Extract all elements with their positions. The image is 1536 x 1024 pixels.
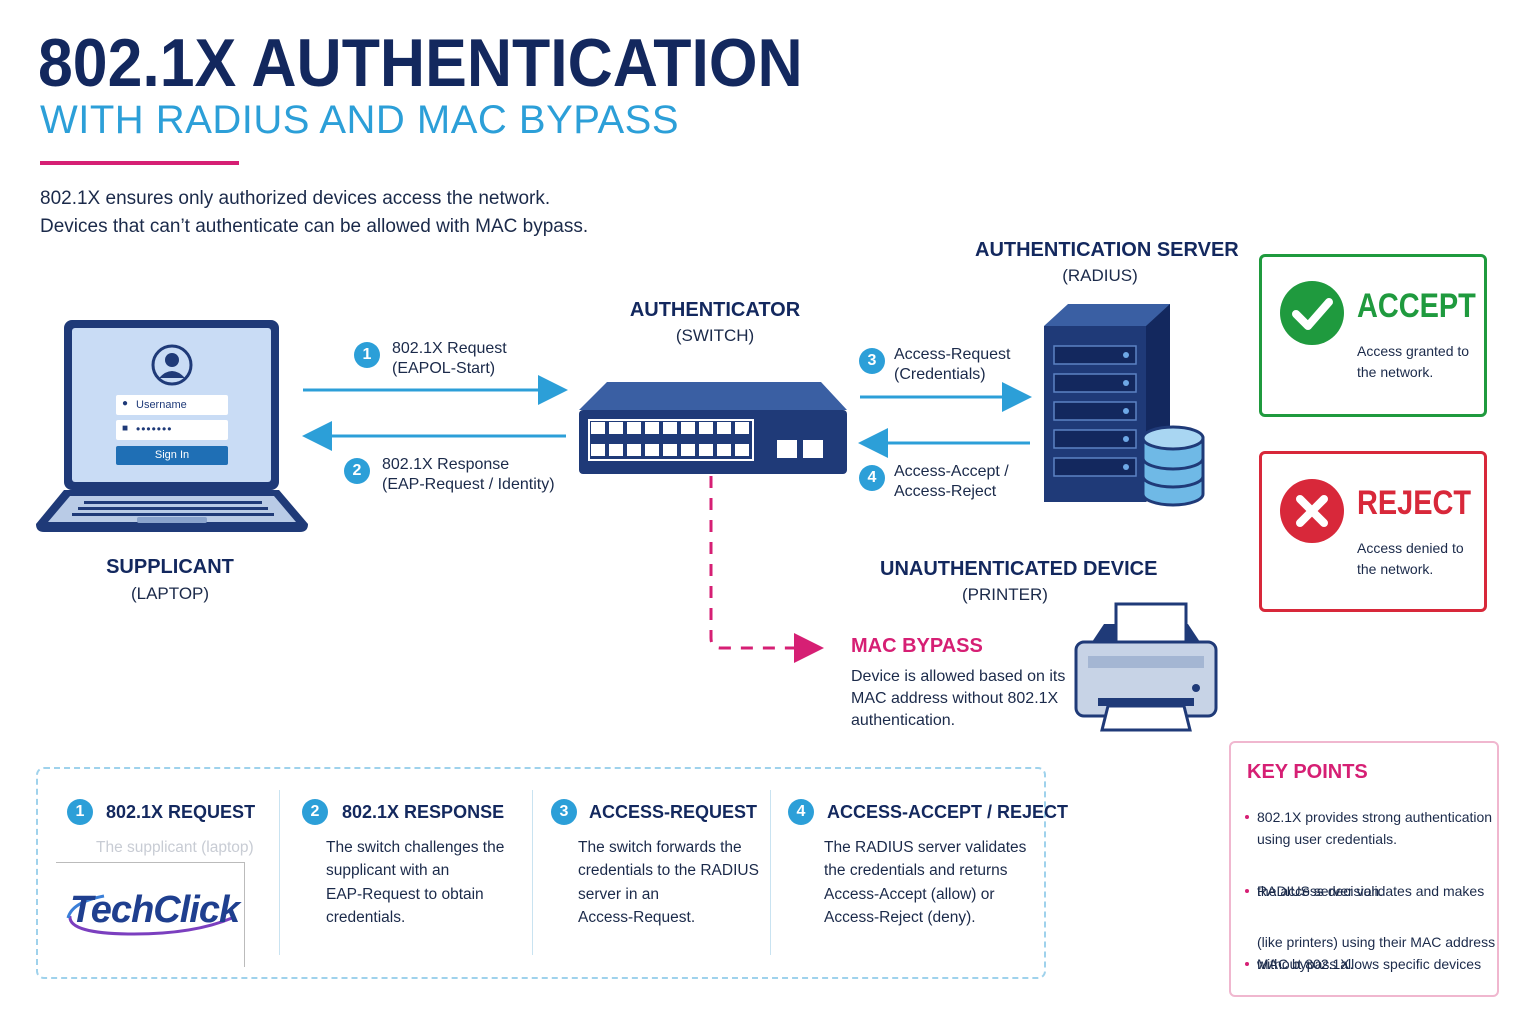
arrow-2-line2: (EAP-Request / Identity) [382, 476, 555, 493]
arrow-1-line1: 802.1X Request [392, 340, 507, 357]
arrow-3-line1: Access-Request [894, 346, 1011, 363]
step-4-desc-line2: the credentials and returns [824, 862, 1008, 879]
page-title: 802.1X AUTHENTICATION [38, 25, 803, 101]
step-2-title: 802.1X RESPONSE [342, 802, 505, 822]
logo: TechClick [70, 889, 240, 931]
arrow-1-line2: (EAPOL-Start) [392, 360, 496, 377]
step-4-desc-line4: Access-Reject (deny). [824, 909, 976, 926]
title-underline [40, 161, 239, 165]
arrow-step-1-badge: 1 [354, 342, 380, 368]
step-2-desc-line2: supplicant with an [326, 862, 450, 879]
arrow-step-3-badge: 3 [859, 348, 885, 374]
step-1-title: 802.1X REQUEST [106, 802, 256, 822]
mac-bypass-line3: authentication. [851, 712, 956, 729]
step-4-desc-line3: Access-Accept (allow) or [824, 886, 995, 903]
step-3-title: ACCESS-REQUEST [589, 802, 758, 822]
step-2-desc-line4: credentials. [326, 909, 406, 926]
key-point-3-line1: MAC bypass allows specific devices [1245, 953, 1511, 975]
key-point-2-line1: RADIUS server validates and makes [1245, 880, 1511, 902]
reject-title: REJECT [1357, 484, 1472, 522]
reject-desc-line2: the network. [1357, 561, 1434, 577]
password-field[interactable]: ■ ••••••• [116, 420, 228, 440]
key-points-panel: KEY POINTS 802.1X provides strong authen… [1229, 741, 1499, 997]
arrow-mac-bypass [709, 476, 824, 663]
step-3-desc-line4: Access-Request. [578, 909, 696, 926]
logo-swoosh-icon [66, 894, 233, 936]
user-small-icon: ● [122, 398, 129, 409]
lock-icon: ■ [122, 423, 129, 434]
server-icon [1044, 304, 1170, 502]
authenticator-title: AUTHENTICATOR [629, 299, 801, 321]
supplicant-title: SUPPLICANT [106, 556, 234, 578]
reject-desc-line1: Access denied to [1357, 540, 1464, 556]
step-4-desc-line1: The RADIUS server validates [824, 839, 1027, 856]
mac-bypass-line2: MAC address without 802.1X [851, 690, 1059, 707]
step-divider [279, 790, 280, 955]
intro-line-2: Devices that can’t authenticate can be a… [40, 216, 589, 237]
username-label: Username [136, 399, 187, 411]
step-3-desc-line2: credentials to the RADIUS [578, 862, 759, 879]
step-divider [532, 790, 533, 955]
logo-box [56, 862, 245, 967]
step-2-desc-line1: The switch challenges the [326, 839, 505, 856]
step-2-desc-line3: EAP-Request to obtain [326, 886, 484, 903]
step-3-badge: 3 [551, 799, 577, 825]
key-point-3-line2: (like printers) using their MAC address [1257, 934, 1496, 950]
server-title: AUTHENTICATION SERVER [975, 239, 1239, 261]
step-divider [770, 790, 771, 955]
arrow-step-4-badge: 4 [859, 465, 885, 491]
x-icon [1280, 479, 1344, 543]
checkmark-icon [1280, 281, 1344, 345]
accept-desc-line2: the network. [1357, 364, 1434, 380]
arrow-2-line1: 802.1X Response [382, 456, 510, 473]
step-4-title: ACCESS-ACCEPT / REJECT [827, 802, 1069, 822]
step-2-badge: 2 [302, 799, 328, 825]
step-1-desc-line1: The supplicant (laptop) [96, 839, 254, 856]
unauth-subtitle: (PRINTER) [962, 585, 1048, 604]
printer-icon [1074, 602, 1218, 732]
arrow-4-line1: Access-Accept / [894, 463, 1009, 480]
accept-title: ACCEPT [1357, 287, 1476, 325]
supplicant-subtitle: (LAPTOP) [130, 584, 210, 603]
password-mask: ••••••• [136, 422, 173, 436]
mac-bypass-line1: Device is allowed based on its [851, 668, 1066, 685]
key-points-title: KEY POINTS [1247, 761, 1368, 783]
accept-desc-line1: Access granted to [1357, 343, 1470, 359]
reject-card: REJECT Access denied to the network. [1259, 451, 1487, 612]
authenticator-subtitle: (SWITCH) [675, 326, 755, 345]
accept-card: ACCEPT Access granted to the network. [1259, 254, 1487, 417]
step-4-badge: 4 [788, 799, 814, 825]
arrow-4-line2: Access-Reject [894, 483, 997, 500]
step-3-desc-line3: server in an [578, 886, 659, 903]
switch-icon [579, 382, 847, 474]
database-icon [1141, 425, 1205, 507]
unauth-title: UNAUTHENTICATED DEVICE [880, 558, 1158, 580]
arrow-step-2-badge: 2 [344, 458, 370, 484]
mac-bypass-title: MAC BYPASS [851, 635, 983, 657]
key-point-2-line2: the access decision. [1257, 883, 1384, 899]
signin-button[interactable]: Sign In [116, 446, 228, 465]
arrow-3-line2: (Credentials) [894, 366, 986, 383]
user-icon [151, 344, 193, 386]
step-3-desc-line1: The switch forwards the [578, 839, 742, 856]
step-1-badge: 1 [67, 799, 93, 825]
username-field[interactable]: ● Username [116, 395, 228, 415]
steps-panel [36, 767, 1046, 979]
key-point-1-line2: using user credentials. [1257, 831, 1398, 847]
page-subtitle: WITH RADIUS AND MAC BYPASS [40, 98, 680, 142]
key-point-1-line1: 802.1X provides strong authentication [1245, 806, 1511, 828]
intro-line-1: 802.1X ensures only authorized devices a… [40, 188, 551, 209]
server-subtitle: (RADIUS) [1062, 266, 1138, 285]
key-point-3-line3: without 802.1X. [1257, 956, 1354, 972]
